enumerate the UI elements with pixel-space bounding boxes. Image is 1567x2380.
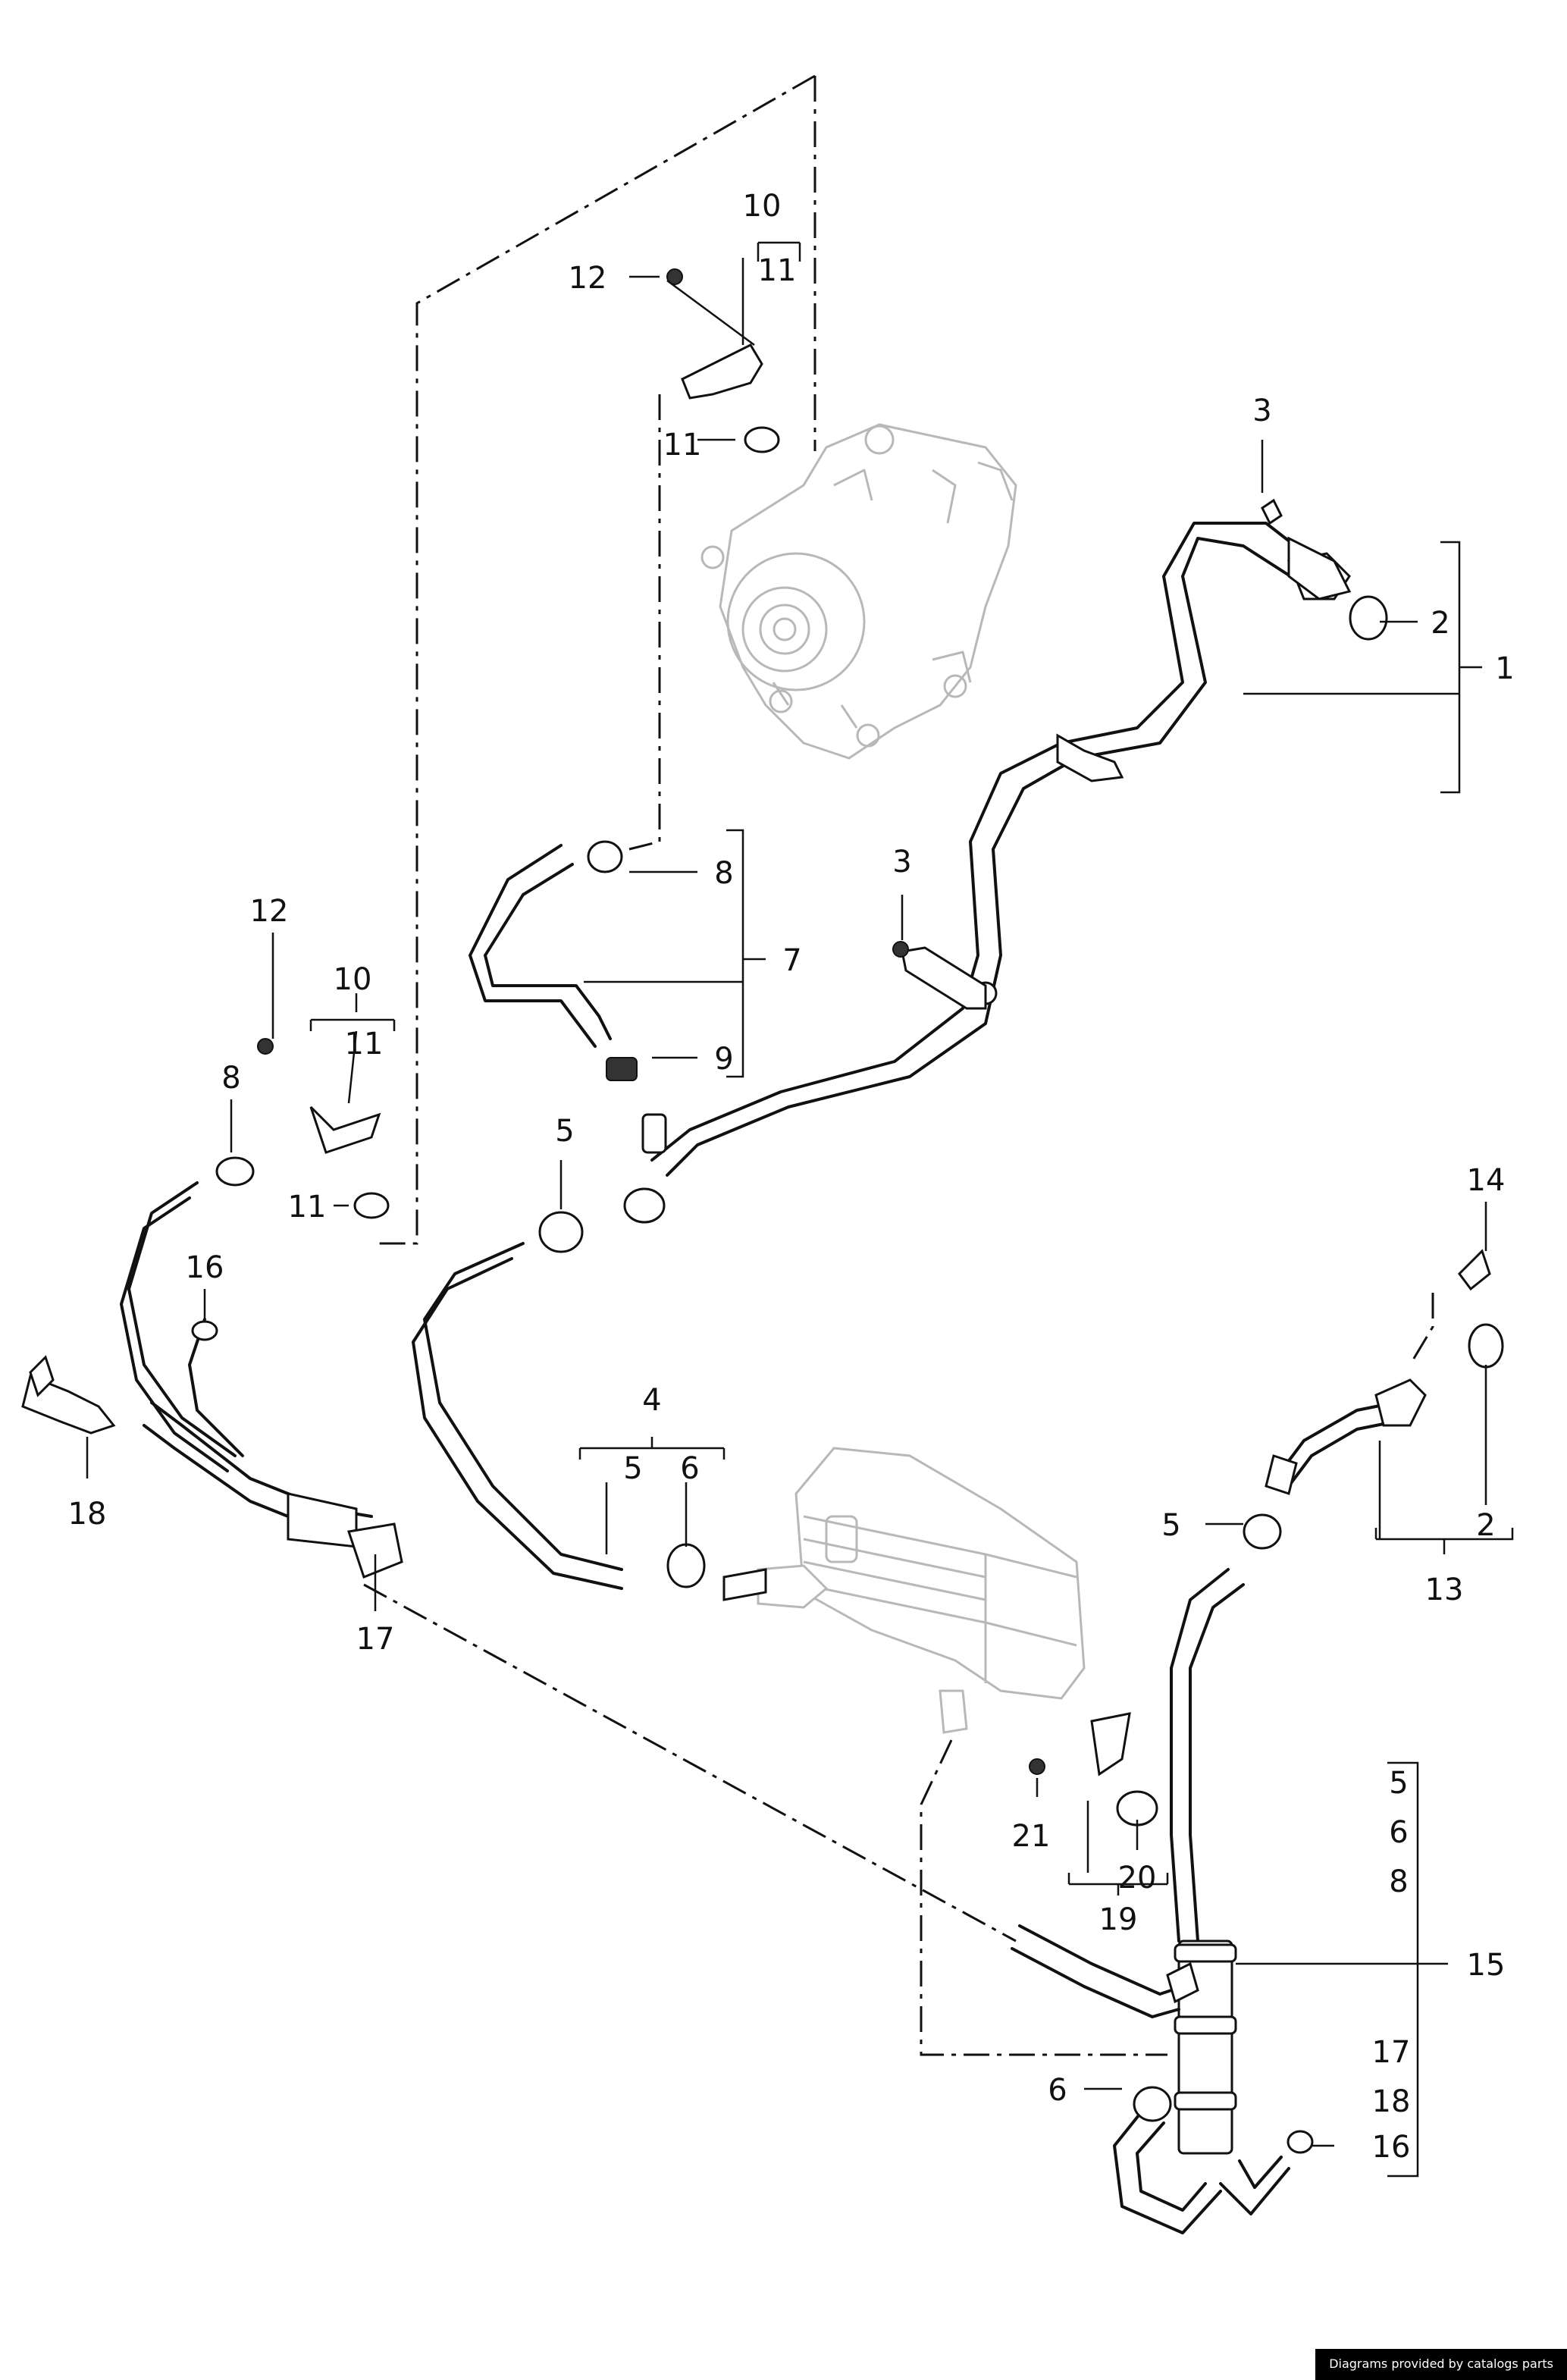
callout-5-group15: 5	[1389, 1766, 1408, 1801]
hose-13	[1265, 1378, 1427, 1495]
callout-17-group15: 17	[1372, 2035, 1411, 2070]
callout-8-mid: 8	[714, 856, 733, 891]
callout-labels: 10 11 12 11 3 2 1 8 3 7 9 12 10 11 8 5 1…	[68, 189, 1515, 2165]
callout-16-bottom: 16	[1372, 2130, 1411, 2165]
callout-12-left: 12	[250, 894, 289, 929]
callout-18-left: 18	[68, 1497, 107, 1532]
routing-lines	[363, 74, 1434, 2056]
callout-4: 4	[642, 1383, 661, 1418]
callout-3-mid: 3	[892, 845, 911, 880]
callout-14: 14	[1467, 1163, 1506, 1198]
leaders	[86, 241, 1514, 2178]
callout-8-left: 8	[221, 1061, 240, 1096]
attribution-footer: Diagrams provided by catalogs parts	[1315, 2349, 1567, 2380]
callout-5-mid: 5	[555, 1114, 574, 1149]
hose-4	[412, 1242, 623, 1590]
callout-13: 13	[1425, 1573, 1464, 1607]
callout-11-top: 11	[758, 253, 797, 288]
callout-11-alt: 11	[663, 428, 702, 463]
oil-cooler-ghost	[757, 1447, 1086, 1734]
callout-10-left: 10	[334, 962, 372, 997]
callout-15: 15	[1467, 1948, 1506, 1983]
callout-6-hose4: 6	[680, 1451, 699, 1486]
callout-9: 9	[714, 1042, 733, 1077]
callout-18-group15: 18	[1372, 2084, 1411, 2119]
callout-5-hose4: 5	[623, 1451, 642, 1486]
callout-3-top: 3	[1252, 394, 1271, 428]
callout-6-bottom: 6	[1048, 2073, 1067, 2108]
callout-16-left: 16	[186, 1250, 224, 1285]
alternator-ghost	[700, 423, 1017, 760]
callout-6-group15: 6	[1389, 1815, 1408, 1850]
callout-2-right: 2	[1476, 1508, 1495, 1543]
callout-11-left: 11	[345, 1027, 384, 1061]
callout-20: 20	[1118, 1861, 1157, 1896]
callout-7: 7	[782, 943, 801, 978]
callout-1: 1	[1495, 651, 1514, 686]
callout-19: 19	[1099, 1902, 1138, 1937]
callout-5-right: 5	[1161, 1508, 1180, 1543]
callout-10-top: 10	[743, 189, 782, 224]
callout-8-group15: 8	[1389, 1864, 1408, 1899]
callout-2-top: 2	[1431, 606, 1449, 641]
callout-11-left-lower: 11	[288, 1190, 327, 1224]
callout-17-left: 17	[356, 1622, 395, 1657]
hose-left-branch	[120, 1181, 403, 1579]
hose-7	[469, 844, 612, 1048]
callout-12-top: 12	[569, 261, 607, 296]
callout-21: 21	[1012, 1819, 1051, 1854]
